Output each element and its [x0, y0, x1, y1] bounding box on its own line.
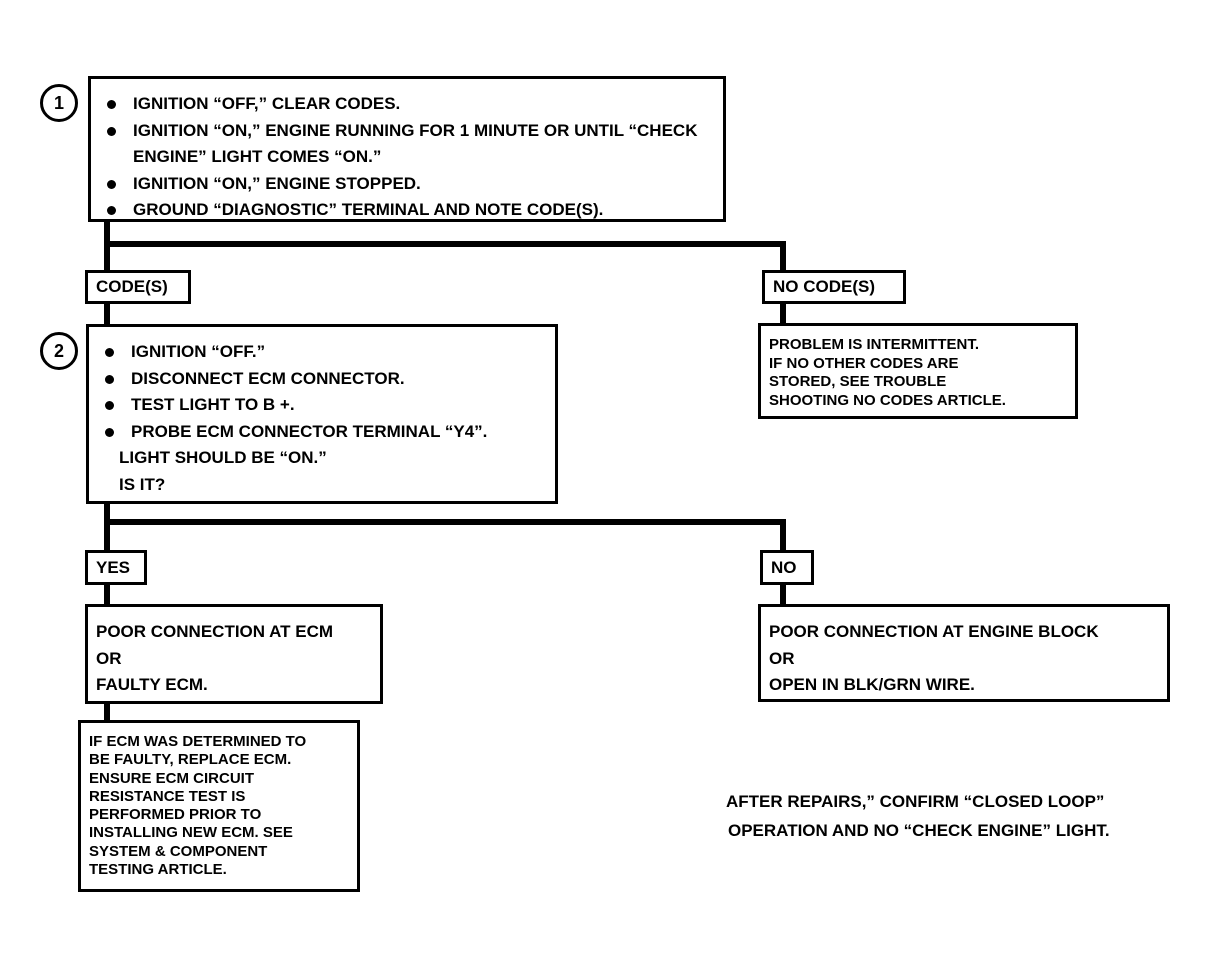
- codes-label: CODE(S): [85, 270, 191, 304]
- connector-line: [104, 583, 110, 607]
- no-label: NO: [760, 550, 814, 585]
- connector-line: [780, 302, 786, 326]
- step-1-item: IGNITION “ON,” ENGINE RUNNING FOR 1 MINU…: [99, 118, 723, 171]
- step-1-item: IGNITION “OFF,” CLEAR CODES.: [99, 91, 693, 118]
- connector-line: [104, 302, 110, 328]
- note-line: SYSTEM & COMPONENT: [89, 842, 268, 860]
- result-line: POOR CONNECTION AT ENGINE BLOCK: [769, 622, 1099, 641]
- step-1-number: 1: [40, 84, 78, 122]
- connector-line: [104, 702, 110, 722]
- result-line: OR: [769, 648, 795, 668]
- step-1-item: GROUND “DIAGNOSTIC” TERMINAL AND NOTE CO…: [99, 197, 715, 224]
- connector-line: [780, 583, 786, 607]
- note-line: BE FAULTY, REPLACE ECM.: [89, 751, 292, 769]
- step-2-item: TEST LIGHT TO B +.: [97, 392, 547, 419]
- yes-label: YES: [85, 550, 147, 585]
- note-line: RESISTANCE TEST IS: [89, 787, 246, 805]
- connector-line: [780, 519, 786, 552]
- step-2-line: LIGHT SHOULD BE “ON.”: [119, 448, 327, 467]
- connector-line: [104, 519, 786, 525]
- step-1-box: IGNITION “OFF,” CLEAR CODES. IGNITION “O…: [88, 76, 726, 222]
- step-2-number: 2: [40, 332, 78, 370]
- note-line: TESTING ARTICLE.: [89, 861, 227, 879]
- connector-line: [104, 220, 110, 274]
- result-line: OPEN IN BLK/GRN WIRE.: [769, 675, 975, 694]
- note-line: PERFORMED PRIOR TO: [89, 806, 262, 824]
- note-line: INSTALLING NEW ECM. SEE: [89, 824, 293, 842]
- result-line: IF NO OTHER CODES ARE: [769, 354, 959, 372]
- step-2-item: IGNITION “OFF.”: [97, 339, 547, 366]
- footer-note-line: AFTER REPAIRS,” CONFIRM “CLOSED LOOP”: [726, 792, 1105, 811]
- no-codes-label: NO CODE(S): [762, 270, 906, 304]
- result-line: OR: [96, 648, 122, 668]
- ecm-note-box: IF ECM WAS DETERMINED TO BE FAULTY, REPL…: [78, 720, 360, 892]
- result-line: POOR CONNECTION AT ECM: [96, 622, 334, 641]
- connector-line: [780, 241, 786, 273]
- result-line: FAULTY ECM.: [96, 675, 208, 694]
- yes-result-box: POOR CONNECTION AT ECM OR FAULTY ECM.: [85, 604, 383, 704]
- result-line: STORED, SEE TROUBLE: [769, 373, 947, 390]
- no-codes-result-box: PROBLEM IS INTERMITTENT. IF NO OTHER COD…: [758, 323, 1078, 419]
- step-1-list: IGNITION “OFF,” CLEAR CODES. IGNITION “O…: [99, 91, 715, 224]
- no-result-box: POOR CONNECTION AT ENGINE BLOCK OR OPEN …: [758, 604, 1170, 702]
- step-2-list: IGNITION “OFF.” DISCONNECT ECM CONNECTOR…: [97, 339, 547, 445]
- step-2-item: DISCONNECT ECM CONNECTOR.: [97, 366, 547, 393]
- footer-note-line: OPERATION AND NO “CHECK ENGINE” LIGHT.: [728, 821, 1110, 840]
- note-line: IF ECM WAS DETERMINED TO: [89, 733, 307, 750]
- step-2-item: PROBE ECM CONNECTOR TERMINAL “Y4”.: [97, 419, 547, 446]
- step-1-item: IGNITION “ON,” ENGINE STOPPED.: [99, 171, 715, 198]
- result-line: PROBLEM IS INTERMITTENT.: [769, 336, 979, 353]
- connector-line: [104, 502, 110, 552]
- result-line: SHOOTING NO CODES ARTICLE.: [769, 391, 1006, 409]
- step-2-box: IGNITION “OFF.” DISCONNECT ECM CONNECTOR…: [86, 324, 558, 504]
- step-2-line: IS IT?: [119, 474, 166, 494]
- note-line: ENSURE ECM CIRCUIT: [89, 769, 255, 787]
- connector-line: [104, 241, 786, 247]
